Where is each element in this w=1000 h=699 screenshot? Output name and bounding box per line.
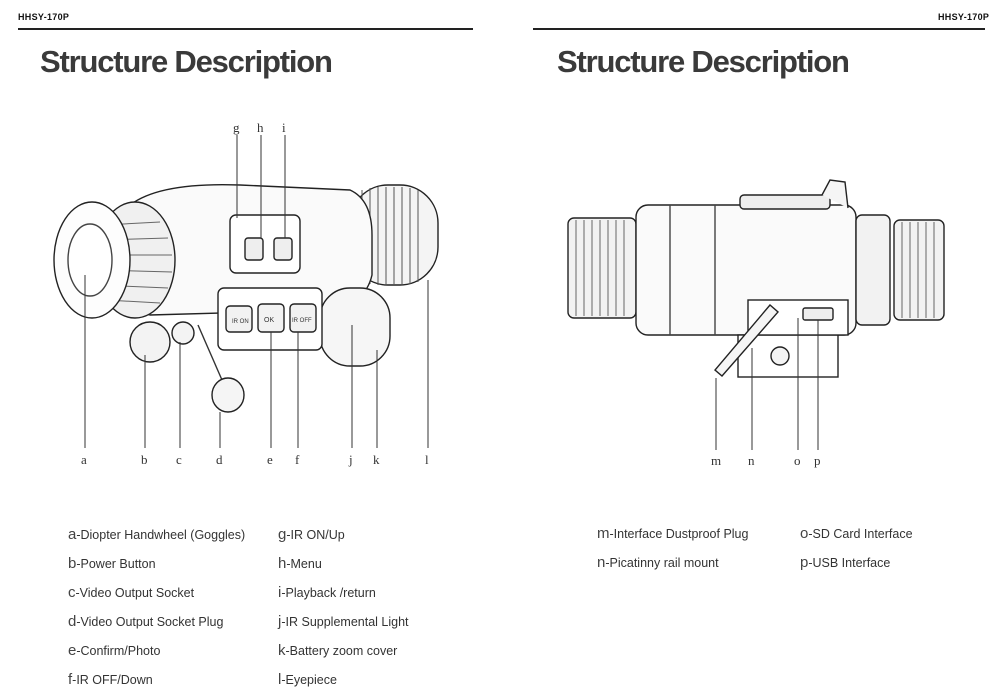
usb-port-shape	[802, 307, 834, 321]
callout-e: e	[267, 452, 273, 467]
legend-item-i: i-Playback /return	[278, 584, 376, 601]
callout-d: d	[216, 452, 223, 467]
legend-item-j: j-IR Supplemental Light	[278, 613, 409, 630]
legend-item-n: n-Picatinny rail mount	[597, 554, 719, 571]
callout-a: a	[81, 452, 87, 467]
callout-k: k	[373, 452, 380, 467]
dustproof-plug-shape	[714, 304, 779, 377]
legend-item-k: k-Battery zoom cover	[278, 642, 398, 659]
middle-ring-shape	[855, 214, 891, 326]
legend-item-g: g-IR ON/Up	[278, 526, 345, 543]
callout-c: c	[176, 452, 182, 467]
video-plug-shape	[211, 377, 245, 413]
legend-item-l: l-Eyepiece	[278, 671, 337, 688]
device-bottom-view-drawing: m n o p	[567, 179, 945, 468]
page-title: Structure Description	[557, 44, 850, 79]
callout-g: g	[233, 120, 240, 135]
callout-i: i	[282, 120, 286, 135]
callout-l: l	[425, 452, 429, 467]
callout-f: f	[295, 452, 300, 467]
legend-item-a: a-Diopter Handwheel (Goggles)	[68, 526, 246, 543]
front-ring-shape	[567, 217, 637, 319]
ir-on-key-label: IR ON	[232, 319, 249, 325]
model-number: HHSY-170P	[18, 12, 70, 22]
model-number: HHSY-170P	[938, 12, 990, 22]
callout-m: m	[711, 453, 721, 468]
legend-column-2: g-IR ON/Up h-Menu i-Playback /return j-I…	[278, 525, 409, 699]
left-page: HHSY-170P Structure Description	[0, 0, 500, 693]
ir-light-shape	[319, 287, 391, 367]
ir-on-key	[225, 305, 253, 333]
legend-column-2: o-SD Card Interface p-USB Interface	[800, 524, 913, 582]
ir-off-key	[289, 303, 317, 333]
legend-item-o: o-SD Card Interface	[800, 525, 913, 542]
menu-key	[244, 237, 264, 261]
header-rule	[533, 28, 985, 30]
legend-item-b: b-Power Button	[68, 555, 156, 572]
callout-j: j	[348, 452, 353, 467]
legend-item-c: c-Video Output Socket	[68, 584, 195, 601]
top-rail-shape	[739, 194, 831, 210]
callout-p: p	[814, 453, 821, 468]
callout-o: o	[794, 453, 801, 468]
video-socket-shape	[171, 321, 195, 345]
device-side-view-drawing: IR ON OK IR OFF g h i a b c d e f j k l	[53, 120, 439, 467]
power-button-shape	[129, 321, 171, 363]
callout-h: h	[257, 120, 264, 135]
legend-item-h: h-Menu	[278, 555, 322, 572]
legend-item-d: d-Video Output Socket Plug	[68, 613, 224, 630]
callout-n: n	[748, 453, 755, 468]
ir-off-key-label: IR OFF	[292, 318, 312, 324]
eyepiece-ring-shape	[893, 219, 945, 321]
header-rule	[18, 28, 473, 30]
legend-column-1: a-Diopter Handwheel (Goggles) b-Power Bu…	[68, 525, 245, 699]
legend-column-1: m-Interface Dustproof Plug n-Picatinny r…	[597, 524, 748, 582]
legend-item-p: p-USB Interface	[800, 554, 891, 571]
callout-b: b	[141, 452, 148, 467]
right-page: HHSY-170P Structure Description	[500, 0, 1000, 693]
playback-key	[273, 237, 293, 261]
ok-key-label: OK	[264, 317, 274, 324]
legend-item-f: f-IR OFF/Down	[68, 671, 153, 688]
page-title: Structure Description	[40, 44, 333, 79]
legend-item-m: m-Interface Dustproof Plug	[597, 525, 749, 542]
legend-item-e: e-Confirm/Photo	[68, 642, 161, 659]
